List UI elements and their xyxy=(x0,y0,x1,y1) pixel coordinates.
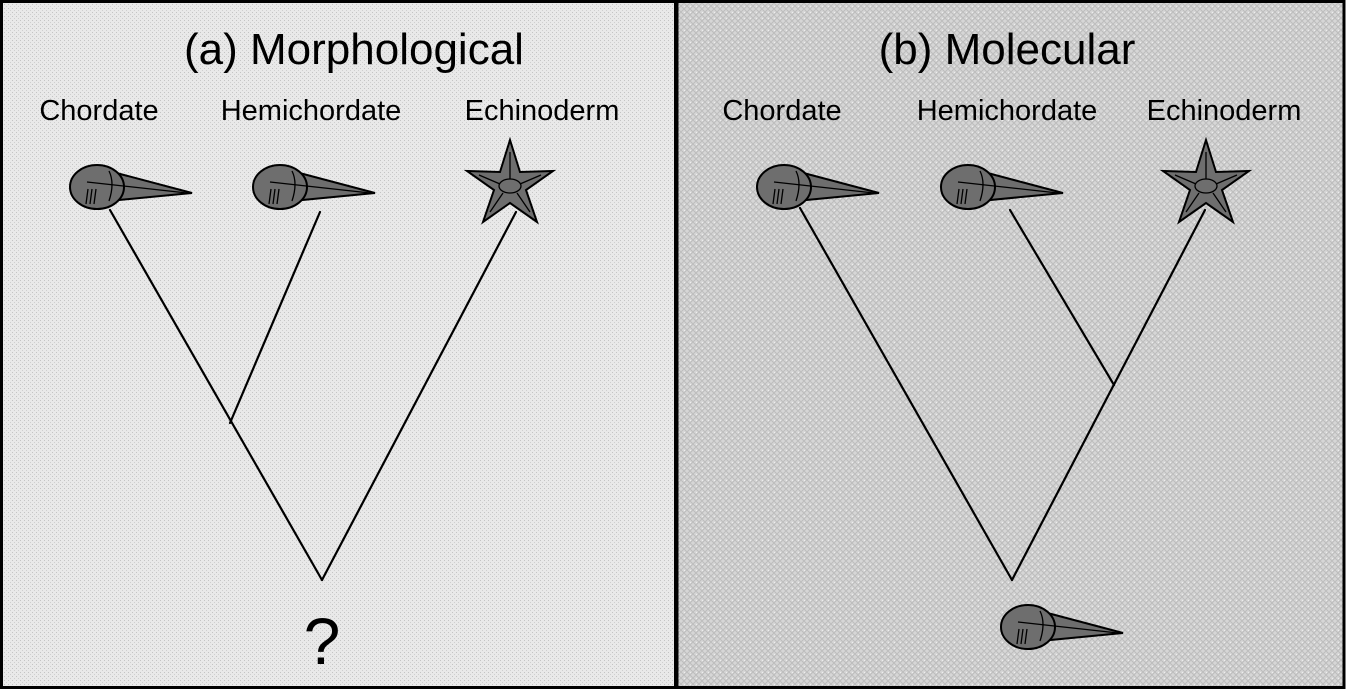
panel-a-root-unknown-label: ? xyxy=(304,604,341,678)
panel-b-taxon-echinoderm: Echinoderm xyxy=(1147,95,1302,127)
panel-a-taxon-hemichordate: Hemichordate xyxy=(221,95,402,127)
panel-a-title: (a) Morphological xyxy=(184,25,524,74)
panel-b-taxon-hemichordate: Hemichordate xyxy=(917,95,1098,127)
panel-a-taxon-chordate: Chordate xyxy=(39,95,158,127)
panel-molecular: (b) Molecular Chordate Hemichordate Echi… xyxy=(677,2,1344,688)
panel-b-title: (b) Molecular xyxy=(879,25,1136,74)
panel-morphological: (a) Morphological Chordate Hemichordate … xyxy=(2,2,676,688)
panel-a-taxon-echinoderm: Echinoderm xyxy=(465,95,620,127)
panel-b-taxon-chordate: Chordate xyxy=(722,95,841,127)
